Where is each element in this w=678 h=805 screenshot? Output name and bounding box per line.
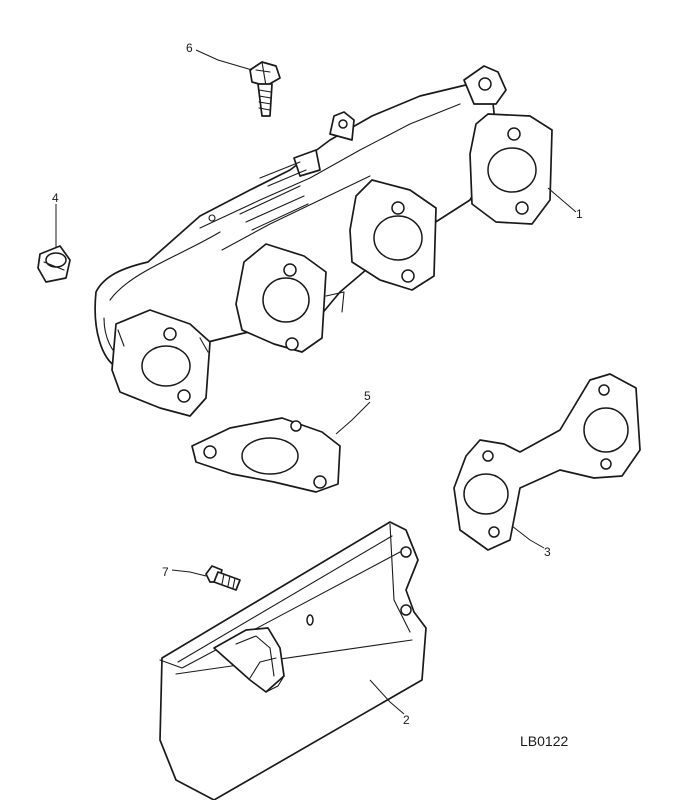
callout-2: 2 (403, 713, 410, 727)
heat-shield (159, 521, 427, 801)
heat-shield-screw (205, 565, 241, 591)
callout-4: 4 (52, 191, 59, 205)
callouts: 1 2 3 4 5 6 7 (52, 41, 583, 727)
callout-7: 7 (162, 565, 169, 579)
runner-contour (109, 231, 221, 301)
leader-line (171, 569, 207, 577)
leader-line (369, 679, 405, 715)
flange-nut (37, 245, 71, 283)
runner-contour (221, 175, 371, 251)
callout-3: 3 (544, 545, 551, 559)
leader-lines (55, 49, 577, 715)
lower-tab (325, 291, 345, 313)
leader-line (547, 187, 577, 213)
port-flange (235, 243, 327, 353)
rib-lines (239, 185, 309, 231)
runner-contour (199, 103, 461, 229)
top-lug-hole (338, 119, 348, 129)
rib-lines (259, 161, 307, 187)
single-port-gasket (191, 417, 341, 493)
port-flange (349, 179, 437, 291)
leader-line (335, 401, 371, 435)
exhaust-manifold (94, 65, 553, 417)
rear-boss-hole (478, 77, 492, 91)
callout-5: 5 (364, 389, 371, 403)
manifold-side-boss (293, 149, 321, 177)
twin-port-gasket (453, 373, 641, 551)
figure-reference-code: LB0122 (520, 733, 568, 749)
port-flange (469, 113, 553, 225)
callout-6: 6 (186, 41, 193, 55)
port-flange (111, 309, 211, 417)
flange-bolt (249, 61, 281, 117)
sensor-boss (208, 214, 216, 222)
leader-line (511, 525, 545, 549)
callout-1: 1 (576, 207, 583, 221)
leader-line (195, 49, 253, 71)
